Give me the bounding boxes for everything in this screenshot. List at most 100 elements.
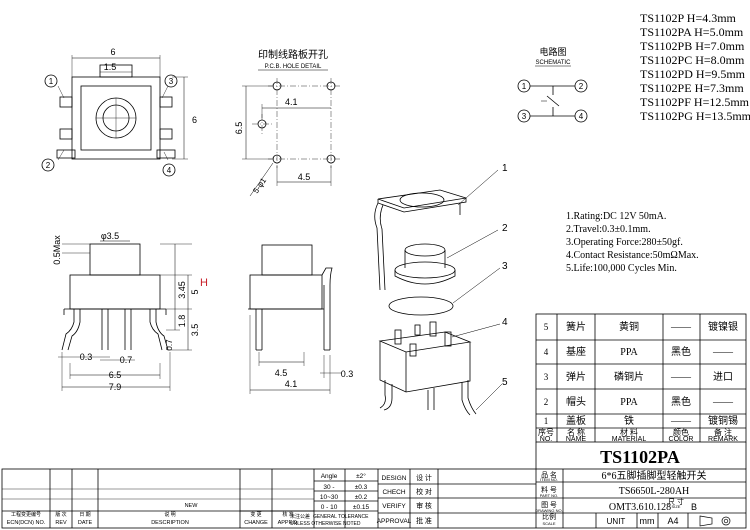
size-label-en: SIZE: [672, 504, 681, 509]
tolerance-table: Angle ±2° 30 - ±0.3 10~30 ±0.2 0 - 10 ±0…: [290, 472, 369, 527]
height-label: H: [200, 277, 208, 289]
drawing-no-label-en: DRAWING NO.: [535, 508, 562, 513]
bom-color: ——: [670, 372, 692, 383]
callout-number: 1: [502, 163, 508, 174]
dim-label: 1.5: [104, 62, 117, 72]
model-list: TS1102P H=4.3mm TS1102PA H=5.0mm TS1102P…: [640, 11, 750, 123]
bom-no: 4: [544, 347, 549, 357]
bom-row: 1 盖板 铁 —— 镀铜锡: [544, 414, 738, 427]
bom-header-color-en: COLOR: [669, 436, 694, 443]
bom-row: 4 基座 PPA 黑色 ——: [544, 345, 734, 358]
bom-row: 3 弹片 磷铜片 —— 进口: [544, 370, 733, 383]
model-line: TS1102PE H=7.3mm: [640, 81, 744, 95]
approval-label-en: VERIFY: [382, 503, 406, 510]
dim-label: 6: [192, 115, 197, 125]
revision-new-entry: NEW: [185, 503, 199, 509]
schematic-title-en: SCHEMATIC: [536, 60, 572, 66]
dim-label: 3.5: [190, 324, 200, 337]
bom-remark: 镀镍银: [708, 320, 738, 333]
spec-line: 1.Rating:DC 12V 50mA.: [566, 211, 666, 222]
schematic-symbol: [517, 79, 588, 123]
dim-label: 0.7: [165, 339, 174, 351]
bom-header-remark-cn: 备 注: [714, 427, 732, 437]
date-label-en: DATE: [78, 520, 93, 526]
model-line: TS1102PA H=5.0mm: [640, 25, 744, 39]
date-label-cn: 日 期: [79, 512, 90, 518]
spec-line: 3.Operating Force:280±50gf.: [566, 237, 683, 248]
bom-remark: 镀铜锡: [708, 414, 738, 427]
revision-block: 工程变更编号 ECN(DCN) NO. 版 次 REV 日 期 DATE 说 明…: [7, 503, 299, 526]
schematic-title: 电路图 SCHEMATIC: [535, 46, 572, 67]
pin-number: 4: [167, 166, 172, 175]
scale-label-cn: 比例: [542, 512, 556, 521]
bom-remark: ——: [712, 347, 734, 358]
top-view-labels: 6 1.5 6 1 3 2 4: [46, 47, 197, 175]
model-line: TS1102PC H=8.0mm: [640, 53, 745, 67]
model-line: TS1102PD H=9.5mm: [640, 67, 746, 81]
bom-name: 帽头: [566, 395, 586, 408]
front-view: [58, 240, 192, 391]
rev-label-cn: 版 次: [55, 511, 66, 518]
bom-header-mat-cn: 材 料: [620, 427, 638, 437]
bom-material: PPA: [620, 347, 638, 358]
dim-label: 0.3: [80, 352, 93, 362]
projection-symbol-icon: [699, 515, 731, 527]
bom-table: [535, 313, 747, 443]
bom-rows: 5 簧片 黄铜 —— 镀镍银 4 基座 PPA 黑色 —— 3 弹片 磷铜片 —…: [538, 320, 738, 443]
approval-label-cn: 审 核: [416, 501, 432, 510]
callout-number: 4: [502, 317, 508, 328]
tolerance-value: ±0.3: [355, 484, 368, 491]
title-block: [1, 442, 747, 529]
tolerance-label: 0 - 10: [321, 504, 338, 511]
tolerance-note-en1: GENERAL TOLERANCE: [313, 514, 369, 520]
approval-label-cn: 设 计: [416, 473, 432, 482]
pin-number: 3: [522, 112, 527, 121]
spec-line: 2.Travel:0.3±0.1mm.: [566, 224, 651, 235]
model-line: TS1102PF H=12.5mm: [640, 95, 750, 109]
model-line: TS1102PB H=7.0mm: [640, 39, 745, 53]
pin-number: 4: [579, 112, 584, 121]
schematic-title-cn: 电路图: [539, 46, 566, 57]
top-view: [41, 55, 188, 177]
bom-name: 盖板: [566, 414, 586, 427]
dim-label: 4.5: [298, 172, 311, 182]
tolerance-note-en2: UNLESS OTHERWISE NOTED: [290, 521, 361, 527]
bom-row: 2 帽头 PPA 黑色 ——: [544, 395, 734, 408]
title-block-text: TS1102PA 品 名 ITEM NO. 6*6五脚插脚型轻触开关 料 号 P…: [535, 447, 706, 526]
part-no-label-cn: 料 号: [541, 485, 557, 494]
spec-line: 4.Contact Resistance:50mΩMax.: [566, 250, 699, 261]
dim-label: 6.5: [234, 122, 244, 135]
spec-list: 1.Rating:DC 12V 50mA. 2.Travel:0.3±0.1mm…: [566, 211, 699, 274]
bom-header-no-en: NO.: [540, 436, 553, 443]
dim-label: 4.1: [285, 379, 298, 389]
dim-label: 0.5Max: [52, 235, 62, 265]
bom-header-name-cn: 名 称: [567, 427, 585, 437]
dim-label: 6: [110, 47, 115, 57]
tolerance-value: ±0.2: [355, 494, 368, 501]
bom-color: 黑色: [671, 345, 691, 358]
drawing-number: OMT3.610.128: [609, 502, 671, 513]
dim-label: 7.9: [109, 382, 122, 392]
bom-remark: 进口: [713, 371, 733, 383]
bom-material: 黄铜: [619, 320, 639, 333]
pin-number: 2: [579, 82, 584, 91]
exploded-view: [374, 169, 503, 416]
dim-label: φ3.5: [101, 231, 119, 241]
approval-label-en: CHECH: [382, 489, 405, 496]
schematic-pins: 1 2 3 4: [522, 82, 584, 121]
bom-row: 5 簧片 黄铜 —— 镀镍银: [544, 320, 738, 333]
unit-label: UNIT: [607, 517, 626, 526]
approval-label-en: DESIGN: [382, 475, 407, 482]
rev-label-en: REV: [55, 520, 67, 526]
pcb-title-en: P.C.B. HOLE DETAIL: [265, 64, 322, 70]
bom-header: 序号 NO. 名 称 NAME 材 料 MATERIAL 颜色 COLOR 备 …: [538, 427, 738, 443]
pcb-hole-view: [242, 78, 340, 197]
bom-header-mat-en: MATERIAL: [612, 436, 647, 443]
bom-no: 3: [544, 372, 549, 382]
appro-label-en: APPRO.: [278, 520, 299, 526]
bom-name: 弹片: [566, 370, 586, 383]
bom-header-remark-en: REMARK: [708, 436, 738, 443]
approval-label-cn: 批 准: [416, 516, 432, 525]
dim-label: 5: [190, 289, 200, 294]
